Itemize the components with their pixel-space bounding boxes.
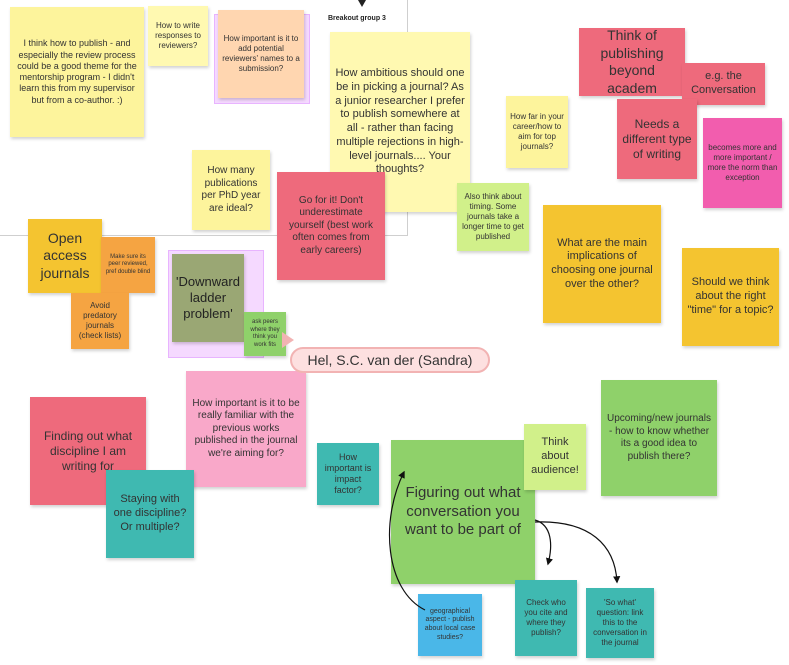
sticky-note[interactable]: Should we think about the right "time" f… (682, 248, 779, 346)
sticky-note[interactable]: Avoid predatory journals (check lists) (71, 293, 129, 349)
sticky-note[interactable]: Go for it! Don't underestimate yourself … (277, 172, 385, 280)
sticky-note[interactable]: What are the main implications of choosi… (543, 205, 661, 323)
sticky-note[interactable]: Staying with one discipline? Or multiple… (106, 470, 194, 558)
sticky-note[interactable]: Also think about timing. Some journals t… (457, 183, 529, 251)
sticky-note[interactable]: Make sure its peer reviewed, pref double… (101, 237, 155, 293)
sticky-note[interactable]: geographical aspect - publish about loca… (418, 594, 482, 656)
sticky-note[interactable]: 'Downward ladder problem' (172, 254, 244, 342)
sticky-note[interactable]: Check who you cite and where they publis… (515, 580, 577, 656)
frame-border-bottom (0, 235, 408, 236)
connector-arrow (534, 521, 621, 584)
sticky-note[interactable]: ask peers where they think you work fits (244, 312, 286, 356)
sticky-note[interactable]: How many publications per PhD year are i… (192, 150, 270, 230)
sticky-note[interactable]: e.g. the Conversation (682, 63, 765, 105)
sticky-note[interactable]: Figuring out what conversation you want … (391, 440, 535, 584)
frame-label: Breakout group 3 (328, 15, 386, 22)
connector-arrow (534, 519, 553, 566)
sticky-note[interactable]: Think of publishing beyond academ (579, 28, 685, 96)
sticky-note[interactable]: How important is it to add potential rev… (218, 10, 304, 98)
frame-pointer (358, 0, 366, 7)
sticky-note[interactable]: Upcoming/new journals - how to know whet… (601, 380, 717, 496)
sticky-note[interactable]: I think how to publish - and especially … (10, 7, 144, 137)
sticky-note[interactable]: How important is impact factor? (317, 443, 379, 505)
sticky-note[interactable]: How to write responses to reviewers? (148, 6, 208, 66)
sticky-note[interactable]: Think about audience! (524, 424, 586, 490)
sticky-note[interactable]: 'So what' question: link this to the con… (586, 588, 654, 658)
collaborator-name-tag: Hel, S.C. van der (Sandra) (290, 347, 490, 373)
sticky-note[interactable]: How far in your career/how to aim for to… (506, 96, 568, 168)
sticky-note[interactable]: How important is it to be really familia… (186, 371, 306, 487)
sticky-note[interactable]: Open access journals (28, 219, 102, 293)
sticky-note[interactable]: becomes more and more important / more t… (703, 118, 782, 208)
sticky-note[interactable]: Needs a different type of writing (617, 99, 697, 179)
collaborator-cursor-icon (282, 332, 294, 348)
